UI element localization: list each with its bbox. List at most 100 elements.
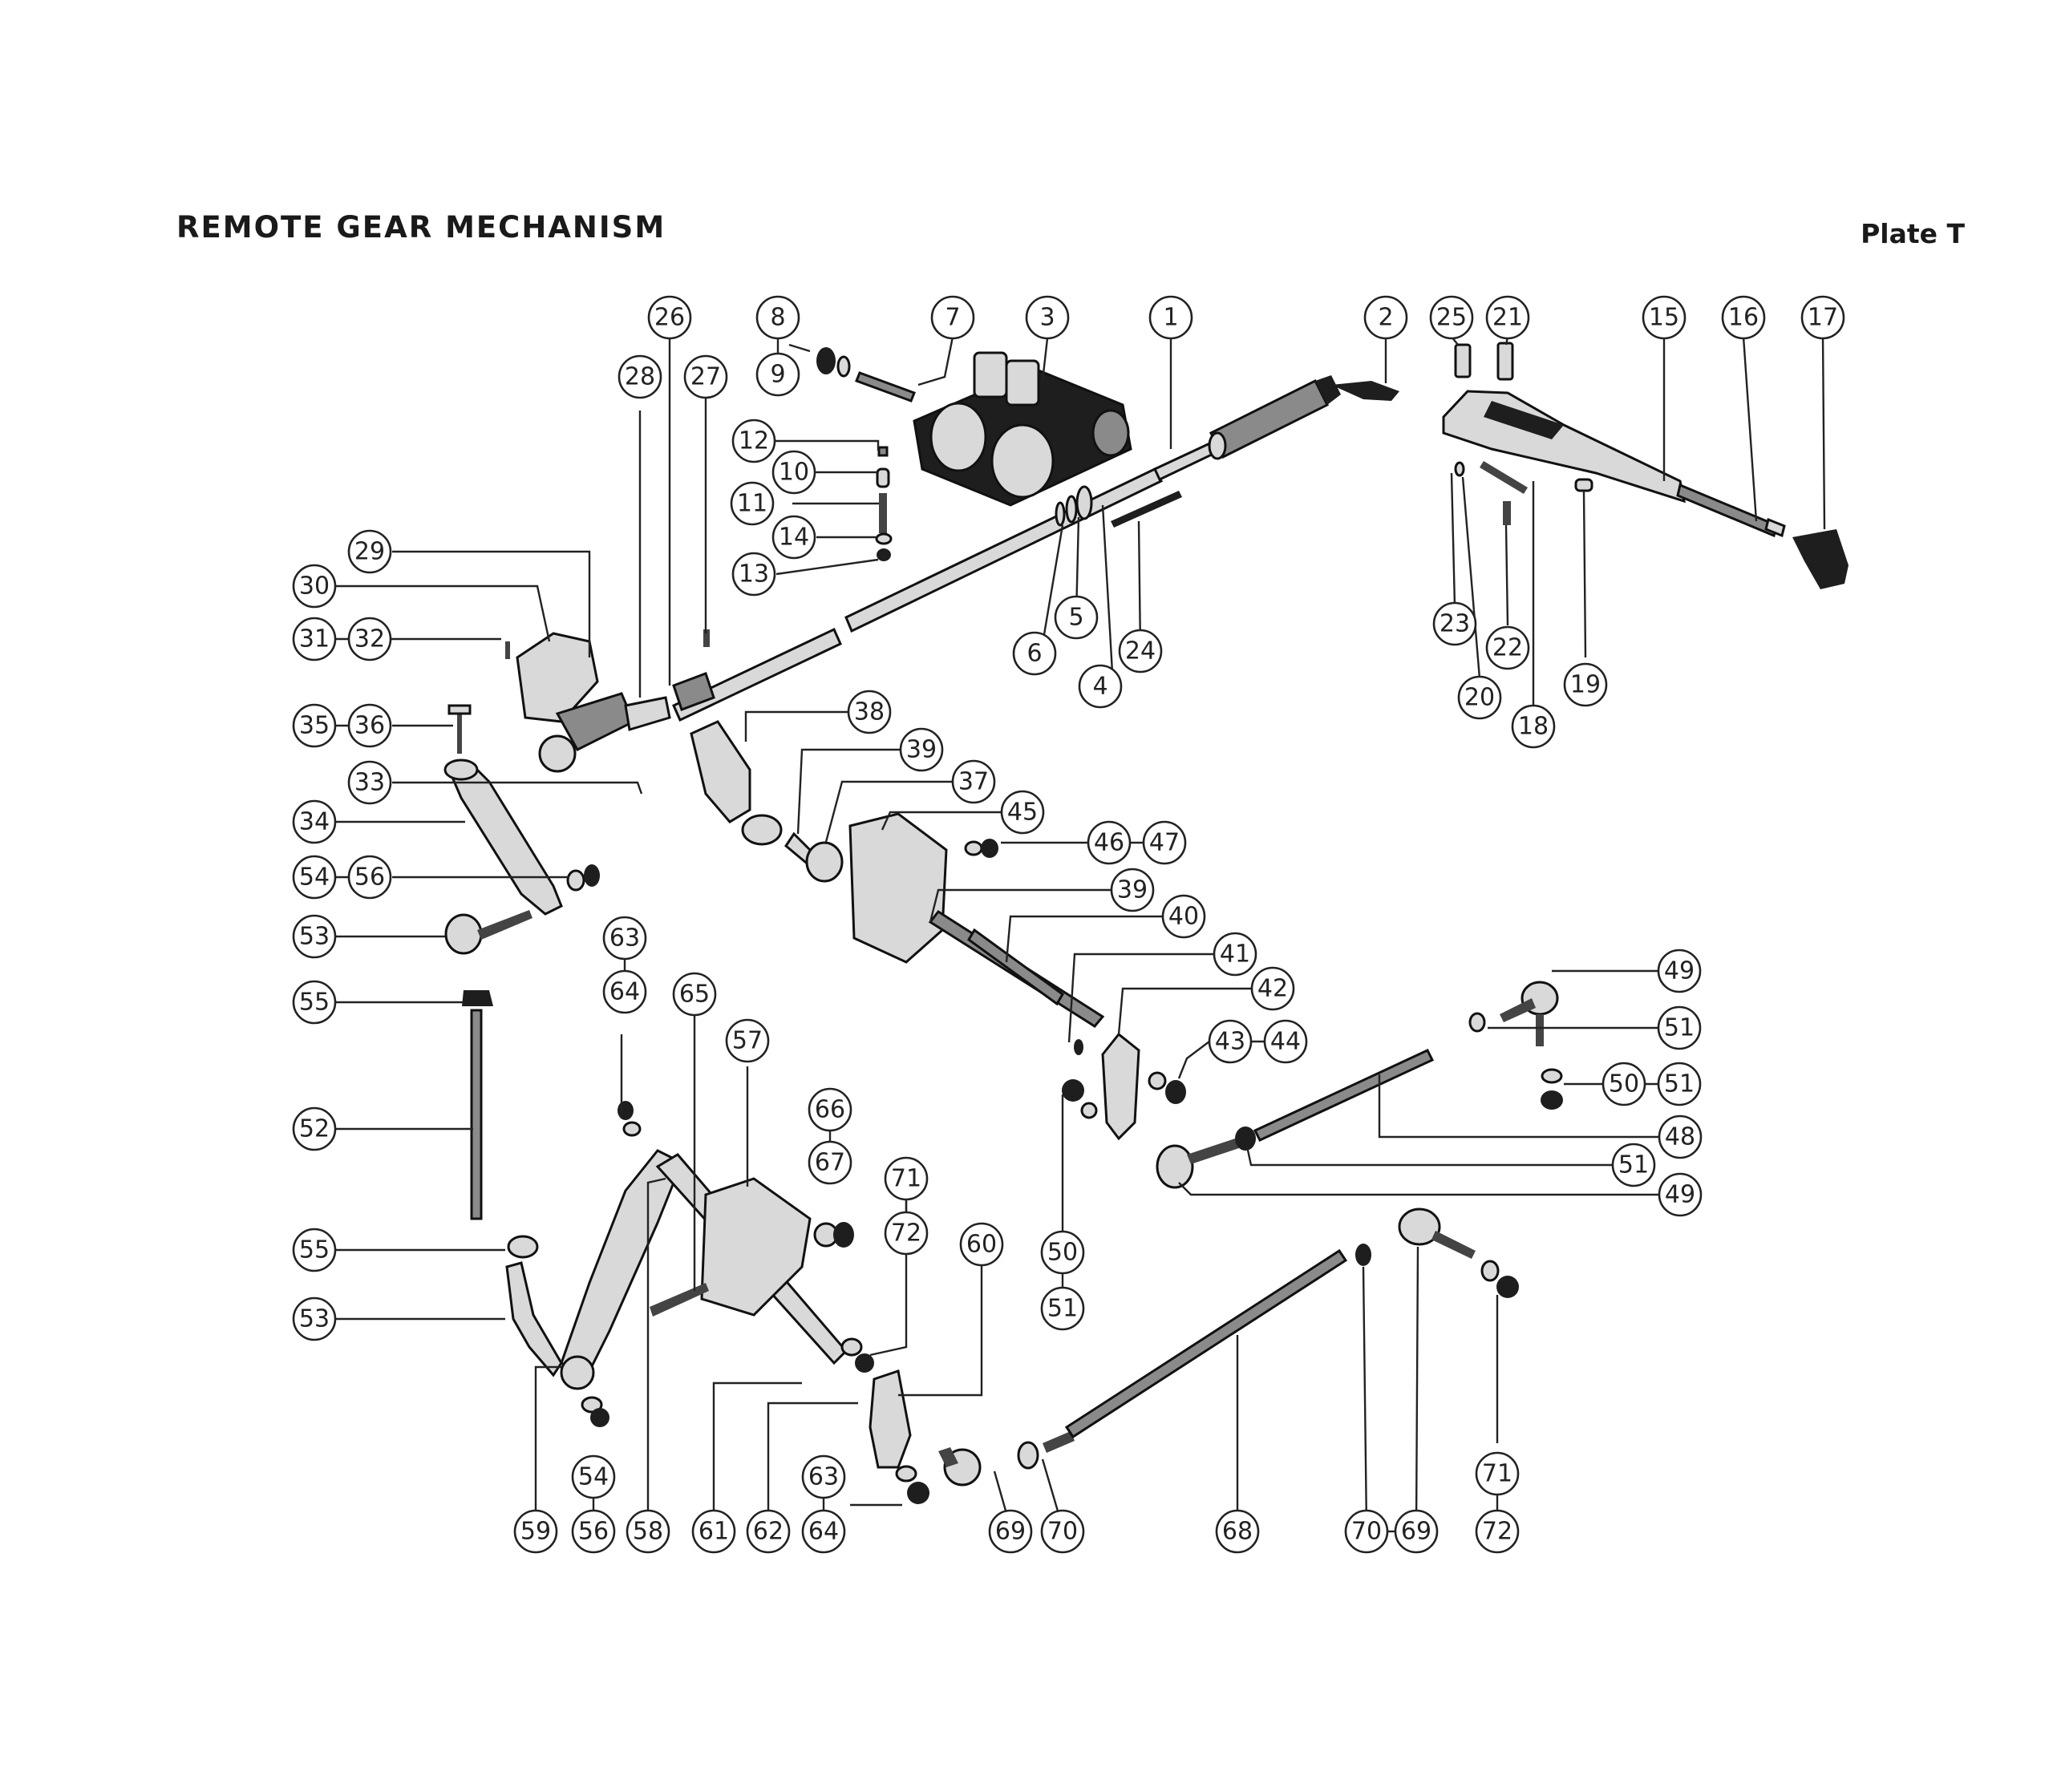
callout-13: 13 bbox=[731, 552, 776, 597]
callout-label: 9 bbox=[770, 361, 785, 389]
callout-33: 33 bbox=[347, 760, 392, 805]
callout-label: 57 bbox=[732, 1027, 763, 1055]
callout-label: 56 bbox=[578, 1518, 609, 1546]
callout-2: 2 bbox=[1363, 295, 1408, 340]
callout-label: 19 bbox=[1570, 671, 1601, 699]
callout-label: 2 bbox=[1378, 304, 1393, 332]
callout-24: 24 bbox=[1118, 629, 1163, 674]
callout-label: 40 bbox=[1168, 903, 1199, 931]
callout-label: 69 bbox=[1401, 1518, 1431, 1546]
callout-15: 15 bbox=[1642, 295, 1687, 340]
callout-19: 19 bbox=[1563, 662, 1608, 707]
callout-45: 45 bbox=[1000, 790, 1045, 835]
callout-69-right: 69 bbox=[1394, 1509, 1439, 1554]
callout-63-lower: 63 bbox=[801, 1454, 846, 1499]
callout-label: 29 bbox=[354, 538, 385, 566]
callout-17: 17 bbox=[1800, 295, 1845, 340]
callout-35: 35 bbox=[292, 703, 337, 748]
callout-71-lower: 71 bbox=[1475, 1451, 1520, 1496]
callout-label: 27 bbox=[690, 363, 721, 391]
callout-label: 33 bbox=[354, 769, 385, 797]
lower-link-rod bbox=[938, 1207, 1519, 1487]
callout-54-lower: 54 bbox=[571, 1454, 616, 1499]
callout-66: 66 bbox=[808, 1087, 852, 1132]
callout-10: 10 bbox=[771, 450, 816, 495]
remote-control-shaft bbox=[672, 375, 1399, 722]
callout-label: 35 bbox=[299, 712, 330, 740]
callout-label: 8 bbox=[770, 304, 785, 332]
callout-22: 22 bbox=[1485, 625, 1530, 670]
callout-label: 4 bbox=[1092, 673, 1107, 701]
callout-label: 21 bbox=[1492, 304, 1523, 332]
callout-55-upper: 55 bbox=[292, 980, 337, 1025]
callout-20: 20 bbox=[1457, 675, 1502, 720]
callout-23: 23 bbox=[1432, 601, 1477, 646]
selector-lever-assembly bbox=[505, 629, 715, 773]
selector-rod-assembly bbox=[690, 720, 1186, 1141]
page-title: REMOTE GEAR MECHANISM bbox=[176, 210, 666, 245]
callout-53-lower: 53 bbox=[292, 1296, 337, 1341]
callout-label: 23 bbox=[1440, 610, 1470, 638]
callout-label: 20 bbox=[1464, 684, 1495, 712]
callout-70-right: 70 bbox=[1344, 1509, 1389, 1554]
callout-label: 14 bbox=[779, 524, 809, 552]
callout-44: 44 bbox=[1263, 1019, 1308, 1064]
callout-50-right: 50 bbox=[1602, 1062, 1646, 1106]
callout-label: 39 bbox=[906, 736, 937, 764]
callout-label: 44 bbox=[1270, 1028, 1301, 1056]
callout-label: 55 bbox=[299, 1236, 330, 1264]
callout-bubbles: 1 2 3 4 5 6 7 8 9 10 11 12 13 14 15 16 1… bbox=[292, 295, 1845, 1554]
callout-3: 3 bbox=[1025, 295, 1070, 340]
callout-label: 45 bbox=[1007, 799, 1038, 827]
callout-55-lower: 55 bbox=[292, 1228, 337, 1272]
callout-54-upper: 54 bbox=[292, 855, 337, 900]
callout-1: 1 bbox=[1148, 295, 1193, 340]
callout-68: 68 bbox=[1215, 1509, 1260, 1554]
gear-lever bbox=[1442, 342, 1849, 589]
callout-label: 18 bbox=[1518, 713, 1549, 741]
callout-label: 51 bbox=[1664, 1070, 1695, 1098]
callout-label: 41 bbox=[1220, 940, 1250, 969]
callout-18: 18 bbox=[1511, 704, 1556, 749]
callout-label: 12 bbox=[739, 427, 769, 455]
callout-69-left: 69 bbox=[988, 1509, 1033, 1554]
remote-housing bbox=[913, 351, 1132, 507]
callout-37: 37 bbox=[951, 759, 996, 804]
callout-label: 50 bbox=[1609, 1070, 1639, 1098]
callout-41: 41 bbox=[1213, 932, 1257, 977]
callout-30: 30 bbox=[292, 564, 337, 609]
callout-11: 11 bbox=[730, 481, 775, 526]
callout-label: 60 bbox=[966, 1231, 997, 1259]
callout-label: 54 bbox=[299, 864, 330, 892]
callout-60: 60 bbox=[959, 1222, 1004, 1267]
callout-28: 28 bbox=[618, 354, 662, 399]
leader-lines bbox=[334, 324, 1826, 1528]
callout-56-lower: 56 bbox=[571, 1509, 616, 1554]
callout-label: 56 bbox=[354, 864, 385, 892]
callout-62: 62 bbox=[746, 1509, 791, 1554]
callout-49-lower: 49 bbox=[1658, 1172, 1703, 1217]
callout-4: 4 bbox=[1078, 664, 1123, 709]
callout-label: 69 bbox=[995, 1518, 1026, 1546]
callout-51-center: 51 bbox=[1040, 1286, 1085, 1331]
control-lever bbox=[443, 704, 600, 916]
callout-label: 49 bbox=[1664, 957, 1695, 985]
callout-label: 22 bbox=[1492, 634, 1523, 662]
callout-label: 58 bbox=[633, 1518, 663, 1546]
callout-47: 47 bbox=[1142, 820, 1187, 865]
callout-label: 70 bbox=[1351, 1518, 1382, 1546]
plunger-parts bbox=[875, 446, 893, 561]
callout-label: 6 bbox=[1026, 640, 1042, 668]
callout-21: 21 bbox=[1485, 295, 1530, 340]
callout-16: 16 bbox=[1721, 295, 1766, 340]
callout-58: 58 bbox=[626, 1509, 670, 1554]
callout-72-upper: 72 bbox=[884, 1211, 929, 1256]
callout-label: 3 bbox=[1039, 304, 1055, 332]
callout-label: 67 bbox=[815, 1149, 845, 1177]
callout-label: 13 bbox=[739, 560, 769, 589]
callout-67: 67 bbox=[808, 1140, 852, 1185]
callout-label: 63 bbox=[808, 1463, 839, 1491]
callout-label: 15 bbox=[1649, 304, 1679, 332]
callout-12: 12 bbox=[731, 419, 776, 463]
callout-56-upper: 56 bbox=[347, 855, 392, 900]
